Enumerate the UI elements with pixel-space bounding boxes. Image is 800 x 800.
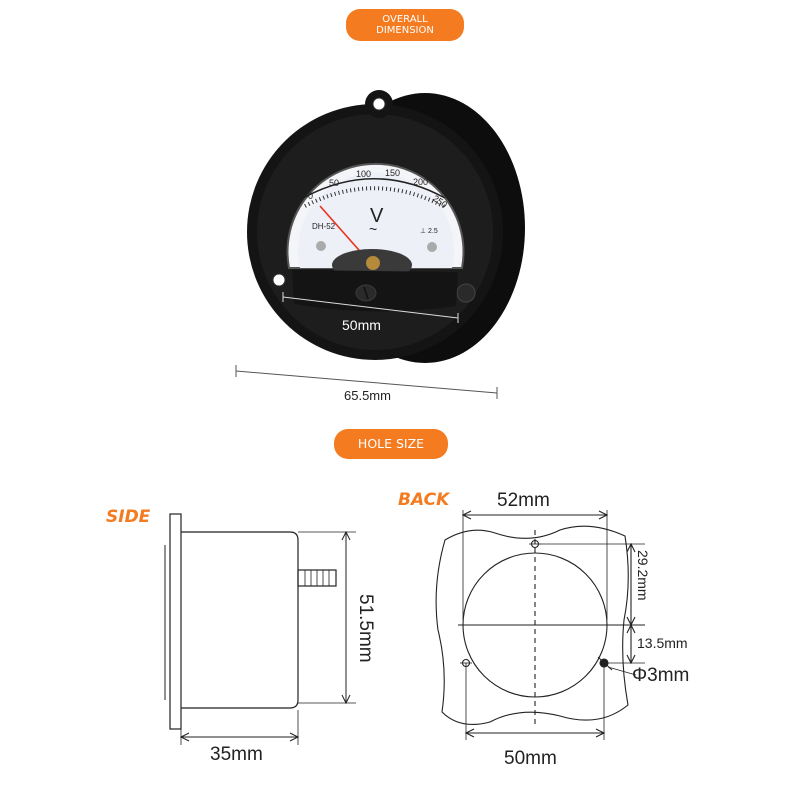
terminal-thread (304, 570, 330, 586)
side-body (181, 531, 299, 709)
model-label: DH-52 (312, 222, 336, 231)
ac-symbol: ~ (369, 221, 377, 237)
unit-label: V (370, 205, 384, 227)
back-bottom-width-label: 50mm (504, 748, 557, 769)
scale-label: 100 (356, 169, 371, 179)
face-dimension-label: 50mm (342, 317, 381, 333)
face-dimension-line (282, 292, 459, 323)
hole-diameter-label: Φ3mm (632, 665, 689, 686)
hole-size-badge: HOLE SIZE (334, 429, 448, 459)
movement-pivot (366, 256, 380, 270)
back-upper-offset-label: 29.2mm (635, 550, 651, 601)
dial-screw-right (427, 242, 437, 252)
side-height-label: 51.5mm (355, 594, 376, 663)
scale-label: 150 (385, 168, 400, 178)
overall-dimension-line (235, 365, 498, 399)
side-depth-label: 35mm (210, 744, 263, 765)
dial-screw-left (316, 241, 326, 251)
side-flange (169, 513, 182, 730)
overall-badge-line2: DIMENSION (376, 25, 434, 36)
back-lower-offset-label: 13.5mm (637, 635, 688, 651)
back-view-title: BACK (398, 490, 451, 510)
panel-meter: 0 50 100 150 200 250 V ~ DH-52 ⊥ 2.5 (247, 90, 525, 363)
overall-dimension-badge: OVERALL DIMENSION (346, 9, 464, 41)
scale-label: 200 (413, 177, 428, 187)
side-view-drawing (164, 513, 356, 745)
overall-dimension-label: 65.5mm (344, 388, 391, 403)
back-view-drawing (435, 510, 645, 740)
mount-hole-top (372, 97, 386, 111)
scale-label: 50 (329, 178, 339, 188)
back-top-width-label: 52mm (497, 490, 550, 511)
panel-cutout-outline (435, 525, 629, 725)
hole-diameter-leader (607, 666, 637, 676)
mount-screw-right (456, 283, 476, 303)
dial-face (297, 172, 454, 268)
class-mark: ⊥ 2.5 (420, 228, 438, 235)
scale-arc (304, 178, 446, 199)
overall-badge-line1: OVERALL (382, 14, 428, 25)
mount-hole-left (272, 273, 286, 287)
scale-ticks (304, 186, 446, 209)
side-view-title: SIDE (106, 507, 151, 527)
zero-adjust-slot (363, 286, 369, 300)
scale-label: 0 (308, 191, 313, 201)
